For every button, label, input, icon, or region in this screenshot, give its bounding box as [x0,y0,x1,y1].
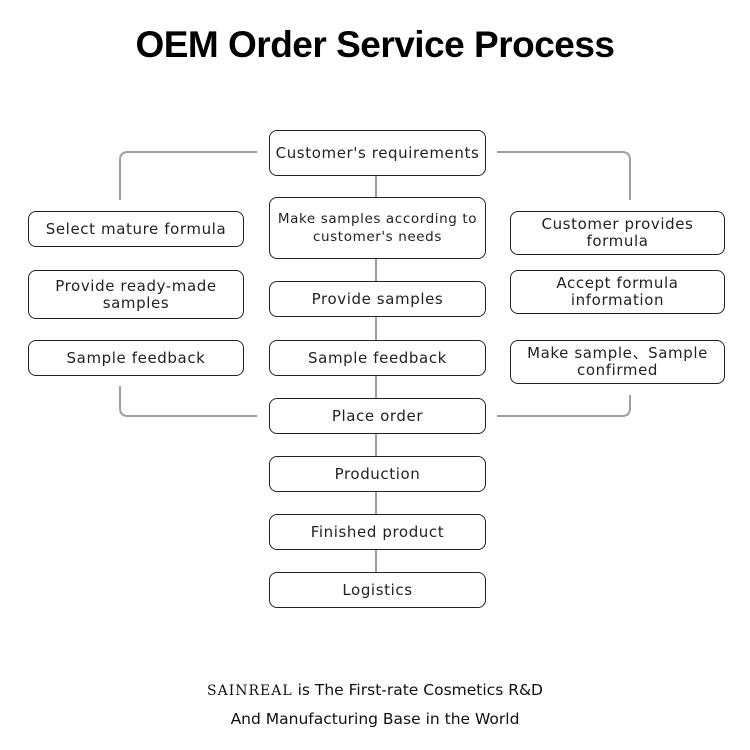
right-bottom-bracket [497,395,631,417]
left-select-mature-formula: Select mature formula [28,211,244,247]
left-sample-feedback: Sample feedback [28,340,244,376]
diagram-title: OEM Order Service Process [135,24,615,65]
right-top-bracket [497,151,631,200]
step-customer-requirements: Customer's requirements [269,130,486,176]
step-sample-feedback: Sample feedback [269,340,486,376]
footer-line-1: SAINREAL is The First-rate Cosmetics R&D [0,681,750,699]
footer-line-2: And Manufacturing Base in the World [230,710,520,728]
step-provide-samples: Provide samples [269,281,486,317]
step-logistics: Logistics [269,572,486,608]
right-make-sample-confirmed: Make sample、Sample confirmed [510,340,725,384]
left-bottom-bracket [119,386,257,417]
right-customer-provides-formula: Customer provides formula [510,211,725,255]
step-finished-product: Finished product [269,514,486,550]
right-accept-formula-information: Accept formula information [510,270,725,314]
step-production: Production [269,456,486,492]
step-make-samples: Make samples according to customer's nee… [269,197,486,259]
step-place-order: Place order [269,398,486,434]
left-provide-ready-made-samples: Provide ready-made samples [28,270,244,319]
brand-name: SAINREAL [207,683,293,699]
left-top-bracket [119,151,257,200]
footer-line-1-text: is The First-rate Cosmetics R&D [292,681,543,699]
